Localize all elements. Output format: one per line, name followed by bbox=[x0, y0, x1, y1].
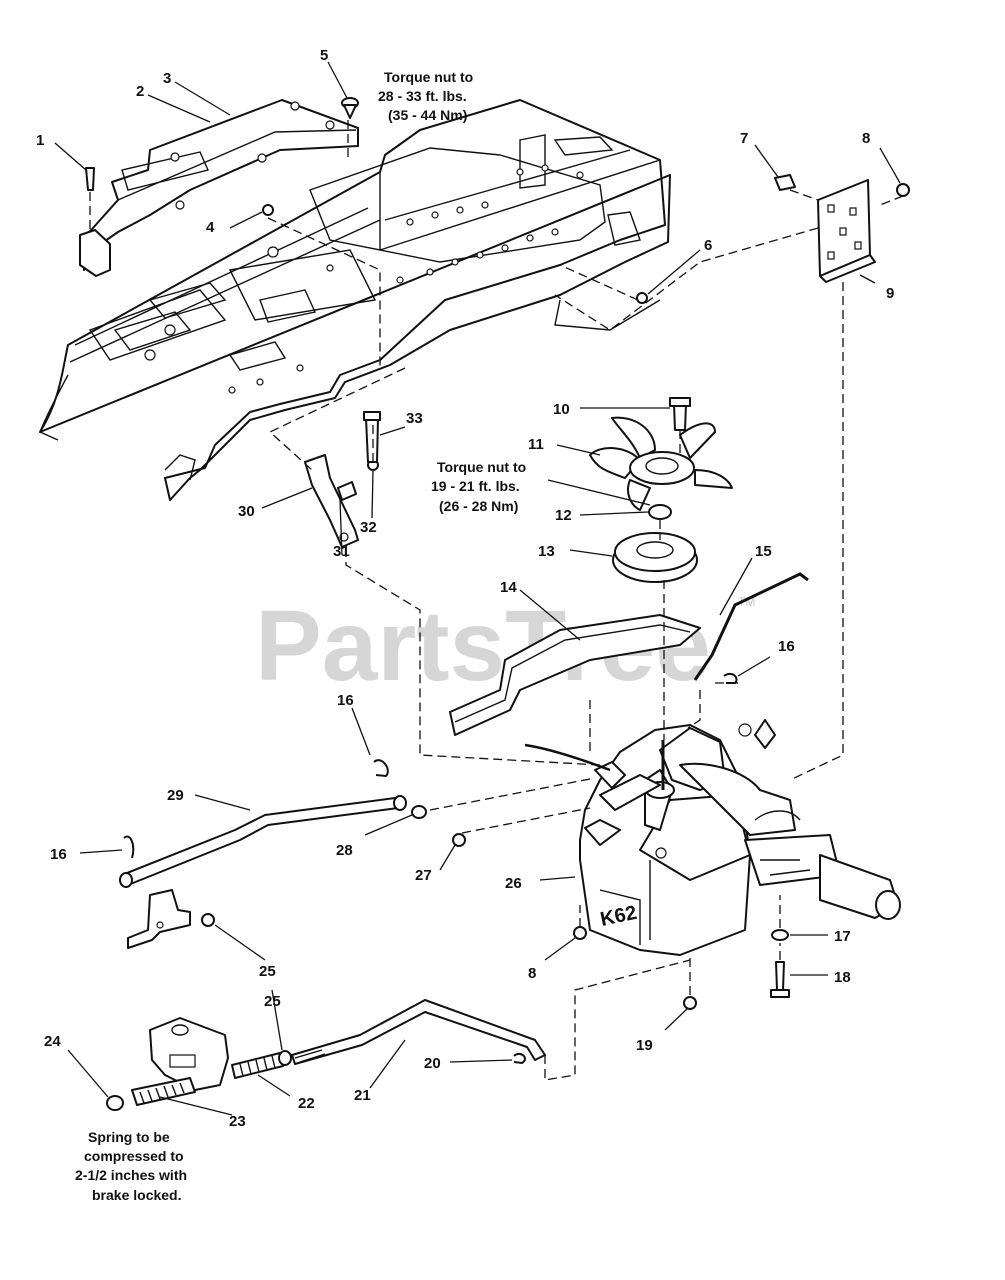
callout-33: 33 bbox=[406, 410, 423, 427]
svg-text:2-1/2 inches with: 2-1/2 inches with bbox=[75, 1167, 187, 1183]
part-23-spring-housing bbox=[149, 1017, 229, 1091]
svg-text:19 - 21 ft. lbs.: 19 - 21 ft. lbs. bbox=[431, 478, 520, 494]
part-33-bolt bbox=[363, 411, 381, 463]
callout-3: 3 bbox=[163, 70, 171, 87]
callout-25-lower: 25 bbox=[264, 993, 281, 1010]
callout-13: 13 bbox=[538, 543, 555, 560]
part-30-bracket bbox=[304, 454, 359, 548]
svg-text:Torque nut to: Torque nut to bbox=[384, 69, 473, 85]
callout-30: 30 bbox=[238, 503, 255, 520]
leader-lines bbox=[54, 61, 901, 1116]
callout-16-left: 16 bbox=[50, 846, 67, 863]
part-15-rod bbox=[693, 572, 809, 681]
assembly-lines bbox=[89, 120, 904, 1081]
part-5-pushpin bbox=[341, 97, 359, 119]
part-29-rod bbox=[119, 795, 407, 888]
note-spring: Spring to be compressed to 2-1/2 inches … bbox=[75, 1129, 187, 1203]
part-9-bracket bbox=[817, 179, 876, 283]
part-25-washer-upper bbox=[201, 913, 215, 927]
svg-text:Spring to be: Spring to be bbox=[88, 1129, 170, 1145]
part-26-transaxle: K62 bbox=[524, 719, 901, 956]
callout-12: 12 bbox=[555, 507, 572, 524]
part-24-nut bbox=[106, 1095, 124, 1111]
part-14-belt bbox=[449, 614, 701, 736]
part-12-nut bbox=[648, 504, 672, 520]
note-torque-fan: Torque nut to 19 - 21 ft. lbs. (26 - 28 … bbox=[431, 459, 526, 514]
callout-8-lower: 8 bbox=[528, 965, 536, 982]
callout-8-upper: 8 bbox=[862, 130, 870, 147]
callout-16-mid: 16 bbox=[337, 692, 354, 709]
part-16-clip-right bbox=[723, 672, 738, 684]
part-8-nut-upper bbox=[896, 183, 910, 197]
callout-15: 15 bbox=[755, 543, 772, 560]
callout-26: 26 bbox=[505, 875, 522, 892]
part-28-bushing bbox=[411, 805, 427, 819]
callout-18: 18 bbox=[834, 969, 851, 986]
part-27-washer bbox=[452, 833, 466, 847]
callout-14: 14 bbox=[500, 579, 517, 596]
callouts: 1 2 3 4 5 6 7 8 9 10 11 12 13 14 15 16 1… bbox=[36, 47, 894, 1130]
callout-19: 19 bbox=[636, 1037, 653, 1054]
part-4-nut bbox=[262, 204, 274, 216]
callout-22: 22 bbox=[298, 1095, 315, 1112]
part-19-washer bbox=[683, 996, 697, 1010]
callout-32: 32 bbox=[360, 519, 377, 536]
callout-27: 27 bbox=[415, 867, 432, 884]
callout-11: 11 bbox=[528, 436, 544, 453]
svg-text:(26 - 28 Nm): (26 - 28 Nm) bbox=[439, 498, 518, 514]
tractor-frame bbox=[39, 99, 671, 501]
part-2-3-plate bbox=[79, 99, 359, 277]
callout-6: 6 bbox=[704, 237, 712, 254]
svg-text:(35 - 44 Nm): (35 - 44 Nm) bbox=[388, 107, 467, 123]
part-16-clip-mid bbox=[373, 759, 389, 778]
part-21-brake-rod bbox=[291, 999, 546, 1065]
callout-29: 29 bbox=[167, 787, 184, 804]
part-17-washer bbox=[771, 929, 789, 941]
callout-7: 7 bbox=[740, 130, 748, 147]
part-7-bolt bbox=[774, 174, 796, 191]
callout-5: 5 bbox=[320, 47, 328, 64]
part-16-clip-left bbox=[123, 835, 135, 859]
part-10-bolt bbox=[669, 397, 691, 431]
callout-4: 4 bbox=[206, 219, 215, 236]
note-torque-upper: Torque nut to 28 - 33 ft. lbs. (35 - 44 … bbox=[378, 69, 473, 123]
callout-16-right: 16 bbox=[778, 638, 795, 655]
callout-28: 28 bbox=[336, 842, 353, 859]
callout-2: 2 bbox=[136, 83, 144, 100]
callout-31: 31 bbox=[333, 543, 350, 560]
part-18-bolt bbox=[770, 961, 790, 998]
part-25-washer-lower bbox=[278, 1050, 292, 1066]
part-1-bolt bbox=[85, 167, 95, 191]
callout-17: 17 bbox=[834, 928, 851, 945]
part-25-bracket-upper bbox=[127, 889, 191, 949]
part-22-spring bbox=[231, 1052, 284, 1079]
callout-9: 9 bbox=[886, 285, 894, 302]
svg-text:compressed to: compressed to bbox=[84, 1148, 184, 1164]
part-31-bolt bbox=[337, 481, 357, 501]
callout-25-upper: 25 bbox=[259, 963, 276, 980]
svg-text:Torque nut to: Torque nut to bbox=[437, 459, 526, 475]
part-20-clip bbox=[513, 1052, 526, 1065]
callout-23: 23 bbox=[229, 1113, 246, 1130]
callout-21: 21 bbox=[354, 1087, 371, 1104]
callout-24: 24 bbox=[44, 1033, 61, 1050]
part-8-nut-lower bbox=[573, 926, 587, 940]
svg-text:28 - 33 ft. lbs.: 28 - 33 ft. lbs. bbox=[378, 88, 467, 104]
part-11-fan bbox=[589, 416, 733, 511]
part-23-spring bbox=[131, 1077, 196, 1106]
part-13-pulley bbox=[612, 532, 698, 583]
callout-20: 20 bbox=[424, 1055, 441, 1072]
callout-1: 1 bbox=[36, 132, 44, 149]
callout-10: 10 bbox=[553, 401, 570, 418]
svg-text:brake locked.: brake locked. bbox=[92, 1187, 182, 1203]
part-6-nut bbox=[636, 292, 648, 304]
